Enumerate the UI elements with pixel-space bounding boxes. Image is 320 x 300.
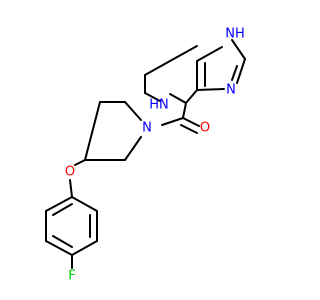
tetrahydropyridine-ring	[144, 45, 206, 104]
bond-n3-c3a	[196, 88, 225, 91]
atom-nh-imidazole: NH	[225, 27, 245, 42]
piperidine-ring	[84, 101, 142, 161]
bond-carbonyl-o	[182, 117, 200, 127]
bond-c7a-n1	[196, 46, 223, 62]
imidazole-ring	[196, 39, 246, 91]
bond-ar4-ar5	[45, 240, 73, 256]
bond-ar4-ar5-double	[52, 235, 73, 248]
bond-ar6-ar1-double	[52, 203, 73, 216]
bond-o-aryl	[69, 179, 73, 198]
bond-ar6-ar1	[45, 196, 73, 212]
atom-o-ether: O	[65, 165, 75, 180]
bond-c7-c6	[144, 60, 171, 76]
bond-carbonyl-o-double	[180, 124, 198, 134]
molecule-structure: NH N HN N O O F	[45, 27, 246, 284]
atom-f: F	[68, 269, 75, 284]
bond-c4-n5	[169, 93, 187, 104]
bond-c4p-o	[74, 159, 86, 166]
bond-carbonyl-n	[161, 117, 184, 126]
bond-c2-n3-double	[231, 65, 238, 81]
bond-n1-c2	[231, 39, 246, 60]
ether-linkage	[69, 159, 86, 198]
atom-n-imidazole: N	[226, 83, 236, 98]
bond-ar1-ar2	[71, 196, 98, 212]
bond-c5-n5	[144, 92, 161, 102]
atom-o-carbonyl: O	[200, 121, 210, 136]
atom-nh-ring: HN	[149, 98, 169, 113]
fluorophenyl-ring	[45, 196, 98, 269]
bond-c4-carbonyl	[182, 102, 187, 119]
bond-c4-c3a	[185, 89, 198, 104]
bond-c7-c7a	[169, 45, 198, 62]
bond-c5p-n	[124, 136, 142, 161]
bond-c2-n3	[236, 58, 246, 84]
carbonyl-group	[161, 102, 200, 134]
bond-ar3-ar4	[71, 240, 98, 256]
bond-c3p-c4p	[84, 101, 101, 161]
atom-n-amide: N	[142, 121, 152, 136]
bond-n-c2p	[124, 101, 142, 121]
